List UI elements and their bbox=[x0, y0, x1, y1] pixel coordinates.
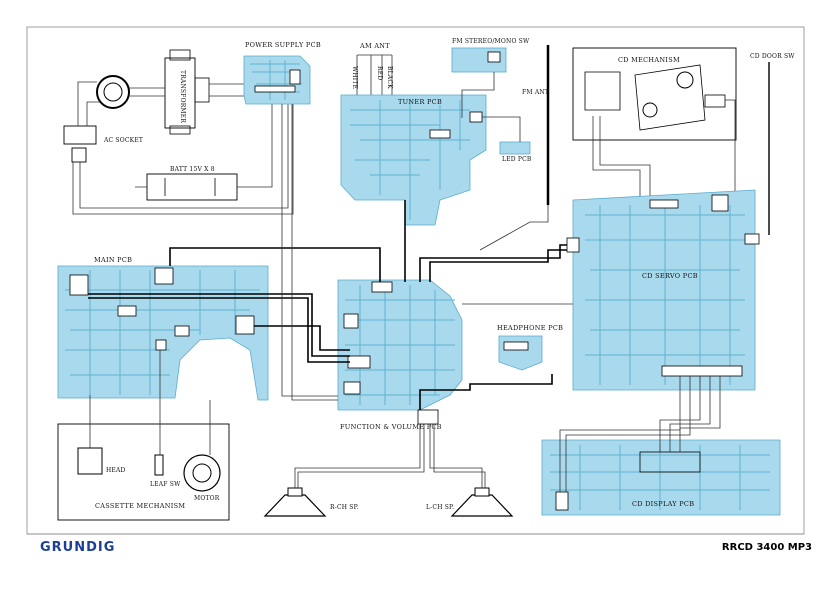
fm-stereo-mono-sw-label: FM STEREO/MONO SW bbox=[452, 38, 530, 45]
ac-socket bbox=[63, 125, 97, 145]
cd-mechanism-section: CD MECHANISM CD DOOR SW bbox=[572, 47, 795, 235]
function-volume-section: FUNCTION & VOLUME PCB bbox=[337, 279, 463, 431]
cd-servo-pcb-label: CD SERVO PCB bbox=[642, 272, 698, 280]
model-number: RRCD 3400 MP3 bbox=[721, 542, 812, 553]
cassette-section: CASSETTE MECHANISM HEAD LEAF SW MOTOR bbox=[57, 350, 230, 521]
power-supply-section: TRANSFORMER AC SOCKET BATT 15V X 8 POWER… bbox=[63, 41, 321, 215]
cd-display-section: CD DISPLAY PCB bbox=[541, 439, 781, 516]
leaf-sw-label: LEAF SW bbox=[150, 481, 181, 488]
cd-servo-section: CD SERVO PCB bbox=[566, 189, 760, 391]
transformer-label: TRANSFORMER bbox=[179, 70, 186, 123]
wire-black-label: BLACK bbox=[386, 66, 393, 89]
motor bbox=[183, 454, 221, 492]
head-label: HEAD bbox=[106, 467, 126, 474]
l-ch-sp-label: L-CH SP. bbox=[426, 504, 454, 511]
am-ant-label: AM ANT bbox=[359, 42, 390, 50]
r-ch-sp-label: R-CH SP. bbox=[330, 504, 359, 511]
main-pcb-label: MAIN PCB bbox=[94, 256, 132, 264]
headphone-pcb-label: HEADPHONE PCB bbox=[497, 324, 563, 332]
tape-head bbox=[77, 447, 103, 475]
cd-display-pcb bbox=[541, 439, 781, 516]
fm-ant-label: FM ANT bbox=[522, 89, 549, 96]
r-ch-speaker bbox=[263, 494, 327, 517]
cassette-mechanism-label: CASSETTE MECHANISM bbox=[95, 502, 185, 510]
led-pcb-label: LED PCB bbox=[502, 156, 532, 163]
cd-mechanism-label: CD MECHANISM bbox=[618, 56, 680, 64]
speakers-section: R-CH SP. L-CH SP. bbox=[263, 424, 514, 517]
l-ch-speaker bbox=[450, 494, 514, 517]
cd-door-sw-label: CD DOOR SW bbox=[750, 53, 795, 60]
led-pcb bbox=[499, 141, 531, 155]
battery-label: BATT 15V X 8 bbox=[170, 166, 215, 173]
cd-display-pcb-label: CD DISPLAY PCB bbox=[632, 500, 694, 508]
transformer bbox=[164, 57, 196, 129]
tuner-section: AM ANT WHITE RED BLACK TUNER PCB FM STER… bbox=[340, 38, 550, 226]
motor-label: MOTOR bbox=[194, 495, 220, 502]
brand-logo: GRUNDIG bbox=[40, 540, 116, 555]
main-pcb bbox=[57, 265, 269, 401]
headphone-section: HEADPHONE PCB bbox=[497, 324, 563, 371]
toroid-coil bbox=[96, 75, 130, 109]
function-volume-pcb-label: FUNCTION & VOLUME PCB bbox=[340, 423, 442, 431]
ac-socket-label: AC SOCKET bbox=[103, 137, 143, 144]
headphone-pcb bbox=[498, 335, 543, 371]
main-pcb-section: MAIN PCB bbox=[57, 256, 269, 401]
power-supply-pcb-label: POWER SUPPLY PCB bbox=[245, 41, 321, 49]
battery-pack bbox=[146, 173, 238, 201]
wire-red-label: RED bbox=[376, 66, 383, 80]
wire-white-label: WHITE bbox=[351, 66, 358, 89]
tuner-pcb-label: TUNER PCB bbox=[398, 98, 442, 106]
wiring-harness bbox=[88, 104, 721, 492]
